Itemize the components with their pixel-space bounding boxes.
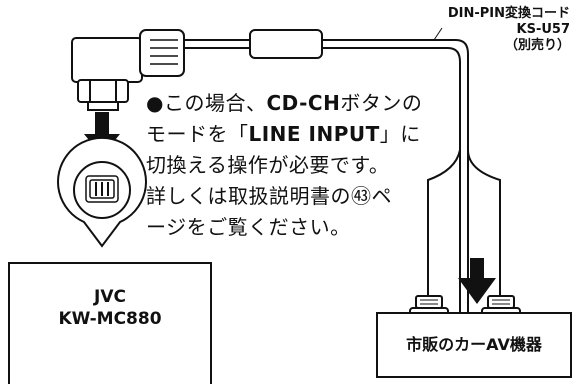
- device-label: 市販のカーAV機器: [406, 335, 542, 354]
- cd-ch-button-label: CD-CH: [266, 91, 341, 115]
- line-input-label: LINE INPUT: [248, 122, 380, 146]
- cord-label: DIN-PIN変換コード KS-U57 （別売り）: [400, 6, 570, 54]
- cord-leader-line: [433, 27, 443, 41]
- cord-note: （別売り）: [504, 38, 570, 53]
- cord-name: DIN-PIN変換コード: [447, 6, 570, 21]
- device-box: 市販のカーAV機器: [376, 312, 572, 378]
- note-line-5: ージをご覧ください。: [146, 215, 351, 239]
- din-connector: [71, 29, 185, 111]
- receiver-box: JVC KW-MC880: [8, 262, 212, 384]
- rca-cables: [427, 149, 501, 300]
- note-line-3: 切換える操作が必要です。: [146, 153, 390, 177]
- port-callout: [57, 136, 147, 248]
- receiver-brand: JVC: [94, 287, 126, 307]
- cable: [184, 29, 469, 340]
- note-line-2: モードを「LINE INPUT」に: [146, 122, 421, 146]
- note-line-4: 詳しくは取扱説明書の㊸ペ: [146, 184, 392, 208]
- receiver-model: KW-MC880: [58, 309, 162, 329]
- cord-model: KS-U57: [516, 22, 570, 37]
- note-line-1: ●この場合、CD-CHボタンの: [146, 91, 423, 115]
- bullet: ●: [146, 91, 164, 115]
- setup-note: ●この場合、CD-CHボタンの モードを「LINE INPUT」に 切換える操作…: [146, 88, 446, 243]
